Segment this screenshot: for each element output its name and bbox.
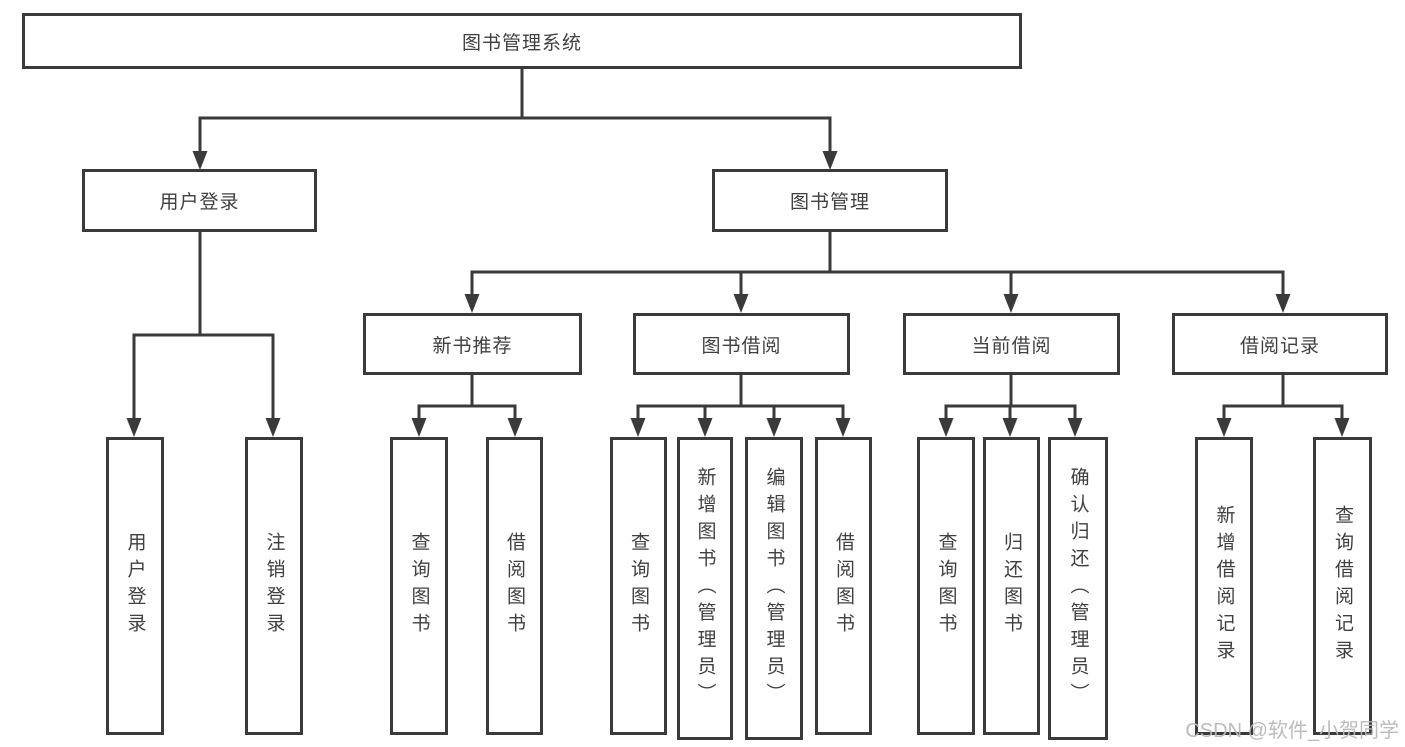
leaf-query-borrow-record: 查询借阅记录 bbox=[1313, 437, 1372, 735]
leaf-query-books-recommend-label: 查询图书 bbox=[408, 532, 430, 640]
node-borrow-records: 借阅记录 bbox=[1172, 313, 1388, 375]
csdn-watermark: CSDN @软件_小贺同学 bbox=[1185, 720, 1399, 742]
leaf-return-book: 归还图书 bbox=[983, 437, 1040, 735]
connector-records-children bbox=[1216, 375, 1350, 437]
node-root: 图书管理系统 bbox=[22, 13, 1022, 69]
leaf-query-books-borrow-label: 查询图书 bbox=[628, 532, 649, 640]
leaf-borrow-books: 借阅图书 bbox=[815, 437, 872, 735]
leaf-borrow-books-recommend: 借阅图书 bbox=[486, 437, 543, 735]
node-book-borrow: 图书借阅 bbox=[633, 313, 850, 375]
node-book-management-label: 图书管理 bbox=[789, 192, 870, 213]
connector-login-children bbox=[126, 232, 281, 437]
node-borrow-records-label: 借阅记录 bbox=[1239, 335, 1320, 357]
leaf-add-borrow-record: 新增借阅记录 bbox=[1195, 437, 1253, 735]
node-root-label: 图书管理系统 bbox=[461, 32, 582, 54]
leaf-borrow-books-recommend-label: 借阅图书 bbox=[504, 532, 525, 640]
node-new-book-recommend: 新书推荐 bbox=[363, 313, 582, 375]
leaf-add-book-admin: 新增图书（管理员） bbox=[677, 437, 733, 740]
node-new-book-recommend-label: 新书推荐 bbox=[432, 335, 513, 357]
leaf-logout: 注销登录 bbox=[245, 437, 303, 735]
leaf-borrow-books-label: 借阅图书 bbox=[833, 532, 854, 640]
leaf-query-books-current: 查询图书 bbox=[917, 437, 975, 735]
leaf-add-borrow-record-label: 新增借阅记录 bbox=[1213, 505, 1235, 667]
connector-root bbox=[192, 69, 838, 170]
leaf-user-login: 用户登录 bbox=[106, 437, 164, 735]
leaf-query-borrow-record-label: 查询借阅记录 bbox=[1332, 505, 1353, 667]
leaf-query-books-borrow: 查询图书 bbox=[610, 437, 667, 735]
leaf-query-books-recommend: 查询图书 bbox=[390, 437, 448, 735]
connector-borrow-children bbox=[630, 375, 851, 437]
leaf-query-books-current-label: 查询图书 bbox=[935, 532, 957, 640]
connector-newrec-children bbox=[411, 375, 523, 437]
connector-manage-children bbox=[464, 232, 1291, 313]
node-current-borrow: 当前借阅 bbox=[903, 313, 1120, 375]
leaf-confirm-return-admin: 确认归还（管理员） bbox=[1048, 437, 1108, 740]
leaf-logout-label: 注销登录 bbox=[263, 532, 285, 640]
node-user-login: 用户登录 bbox=[82, 169, 317, 232]
leaf-edit-book-admin: 编辑图书（管理员） bbox=[745, 437, 803, 740]
node-current-borrow-label: 当前借阅 bbox=[971, 335, 1052, 357]
leaf-edit-book-admin-label: 编辑图书（管理员） bbox=[763, 467, 785, 710]
node-book-borrow-label: 图书借阅 bbox=[701, 335, 782, 357]
connector-current-children bbox=[938, 375, 1083, 437]
leaf-user-login-label: 用户登录 bbox=[124, 532, 146, 640]
node-book-management: 图书管理 bbox=[712, 169, 948, 232]
leaf-add-book-admin-label: 新增图书（管理员） bbox=[694, 467, 716, 710]
node-user-login-label: 用户登录 bbox=[159, 192, 240, 213]
leaf-return-book-label: 归还图书 bbox=[1001, 532, 1022, 640]
leaf-confirm-return-admin-label: 确认归还（管理员） bbox=[1067, 467, 1089, 710]
